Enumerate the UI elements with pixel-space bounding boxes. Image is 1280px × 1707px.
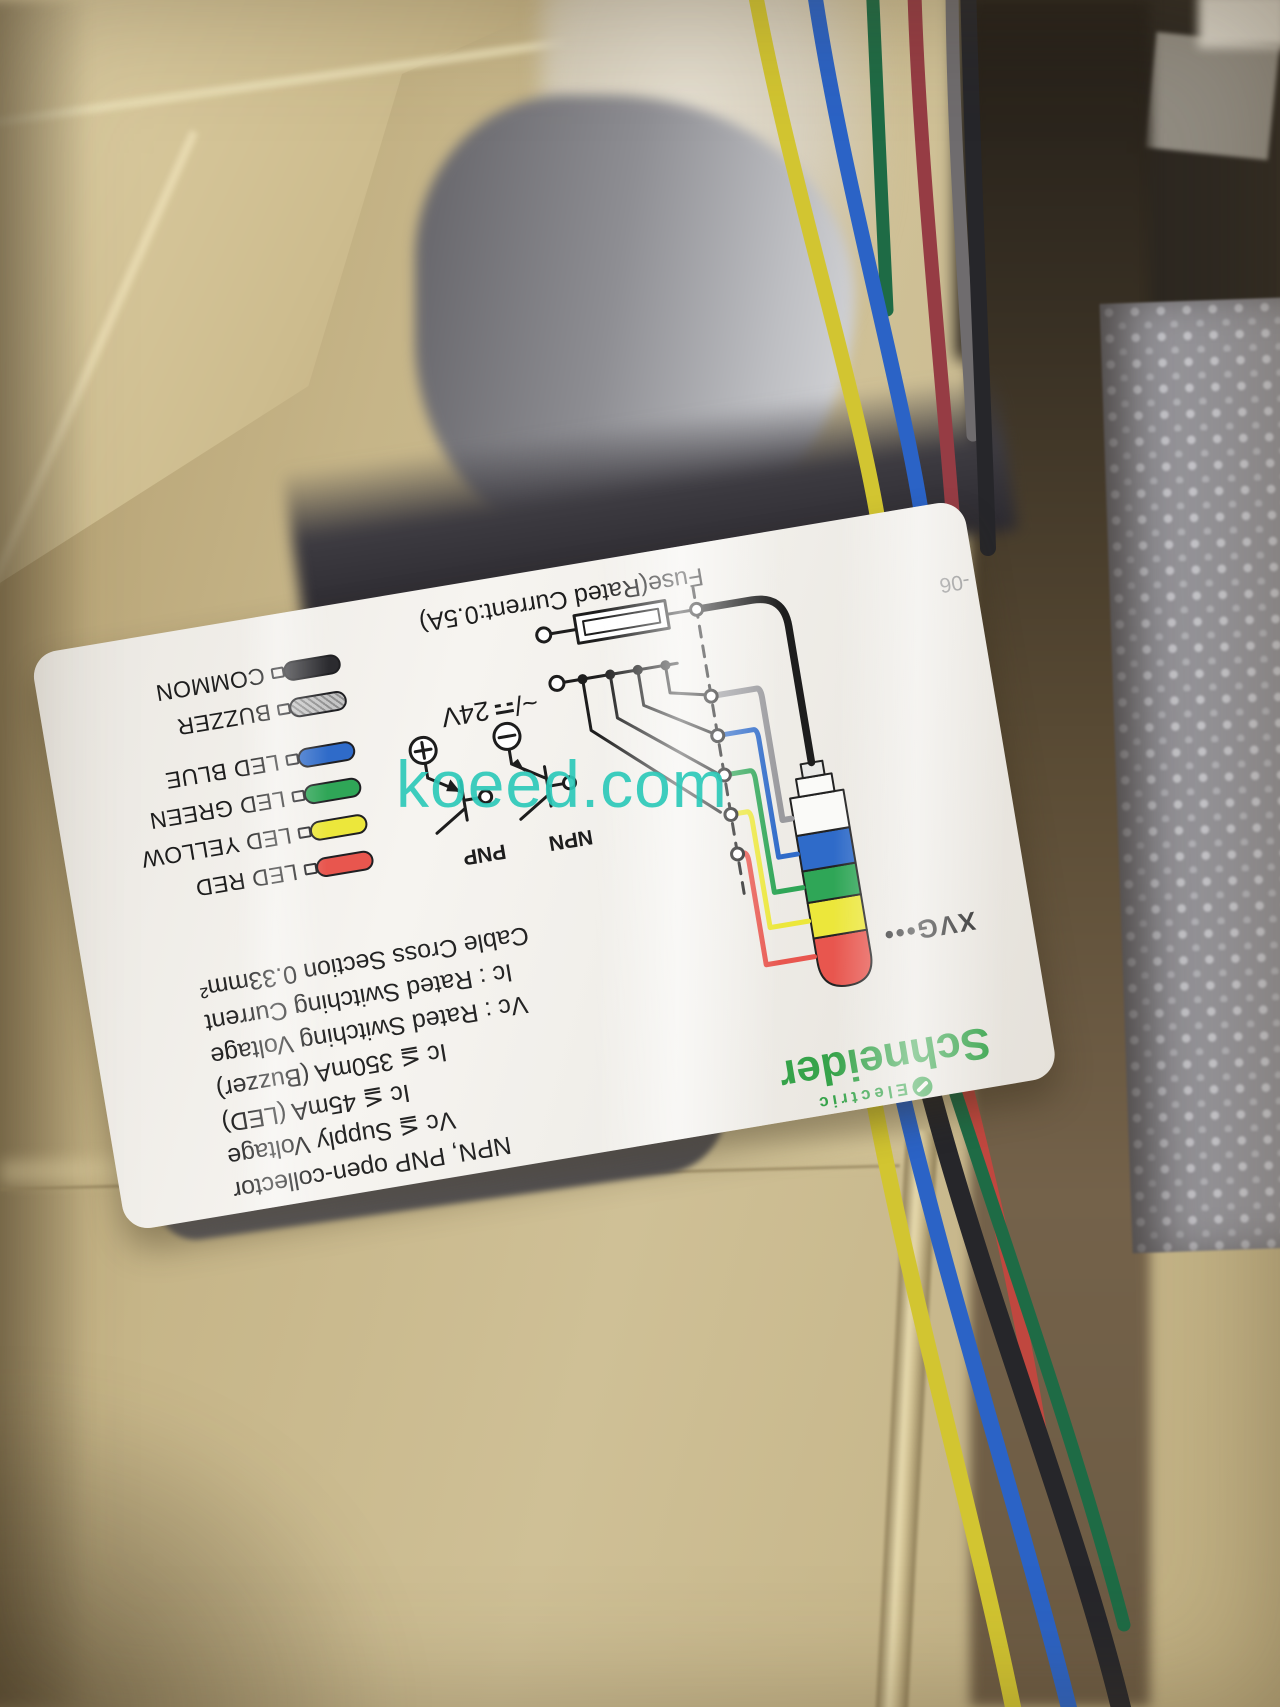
label-print-area: Electric Schneider NPN, PNP open-collect… xyxy=(30,499,1059,1232)
instruction-label: Electric Schneider NPN, PNP open-collect… xyxy=(30,499,1059,1232)
wire-sleeve-icon xyxy=(281,652,343,683)
wire-green-top xyxy=(866,0,894,317)
wire-stub-icon xyxy=(303,863,319,877)
wire-blue-top xyxy=(808,0,936,572)
wire-legend: LED RED LED YELLOW LED GREEN LED BLUE xyxy=(112,643,376,913)
label-edge-code: -06 xyxy=(937,569,972,597)
wire-sleeve-icon xyxy=(287,689,349,719)
schneider-logo-icon xyxy=(910,1075,934,1099)
wire-sleeve-icon xyxy=(302,776,363,806)
wire-gray-top xyxy=(945,0,980,442)
top-right-cardboard-sliver xyxy=(1198,0,1280,48)
wire-sleeve-icon xyxy=(308,812,369,843)
bottom-left-shadow xyxy=(0,1380,400,1707)
dc-symbol-icon xyxy=(494,699,514,716)
wire-yellow-top xyxy=(748,0,892,570)
wire-green-bottom xyxy=(945,1075,1131,1632)
wire-yellow-bottom xyxy=(864,1082,1022,1707)
wire-stub-icon xyxy=(291,790,306,804)
supply-ac-symbol: ~/ xyxy=(512,687,541,721)
watermark: koeed.com xyxy=(396,747,728,821)
wire-sleeve-icon xyxy=(296,739,357,770)
wire-stub-icon xyxy=(270,666,286,680)
wire-maroon-top xyxy=(907,0,963,567)
wire-stub-icon xyxy=(297,826,312,840)
wire-stub-icon xyxy=(276,703,292,717)
wire-stub-icon xyxy=(285,753,300,767)
wire-sleeve-icon xyxy=(314,849,376,879)
wire-blue-bottom xyxy=(892,1077,1077,1707)
wire-black-bottom xyxy=(918,1072,1132,1707)
wiring-diagram xyxy=(408,586,873,988)
wire-black-top xyxy=(960,0,996,556)
